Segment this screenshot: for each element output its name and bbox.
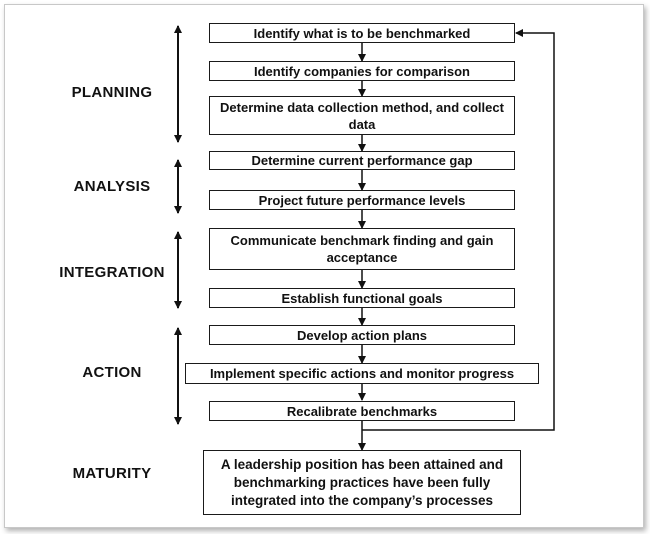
step-data-collection: Determine data collection method, and co… xyxy=(209,96,515,135)
step-future-performance: Project future performance levels xyxy=(209,190,515,210)
step-performance-gap: Determine current performance gap xyxy=(209,151,515,170)
step-identify-companies: Identify companies for comparison xyxy=(209,61,515,81)
step-action-plans: Develop action plans xyxy=(209,325,515,345)
step-recalibrate: Recalibrate benchmarks xyxy=(209,401,515,421)
stage-label-integration: INTEGRATION xyxy=(59,264,165,281)
stage-label-maturity: MATURITY xyxy=(72,465,152,482)
feedback-loop-arrow xyxy=(362,29,555,431)
outcome-leadership-position: A leadership position has been attained … xyxy=(203,450,521,515)
step-functional-goals: Establish functional goals xyxy=(209,288,515,308)
step-implement-actions: Implement specific actions and monitor p… xyxy=(185,363,539,384)
step-communicate-findings: Communicate benchmark finding and gain a… xyxy=(209,228,515,270)
stage-label-analysis: ANALYSIS xyxy=(73,178,151,195)
stage-label-action: ACTION xyxy=(82,364,142,381)
stage-label-planning: PLANNING xyxy=(71,84,153,101)
step-identify-benchmark: Identify what is to be benchmarked xyxy=(209,23,515,43)
